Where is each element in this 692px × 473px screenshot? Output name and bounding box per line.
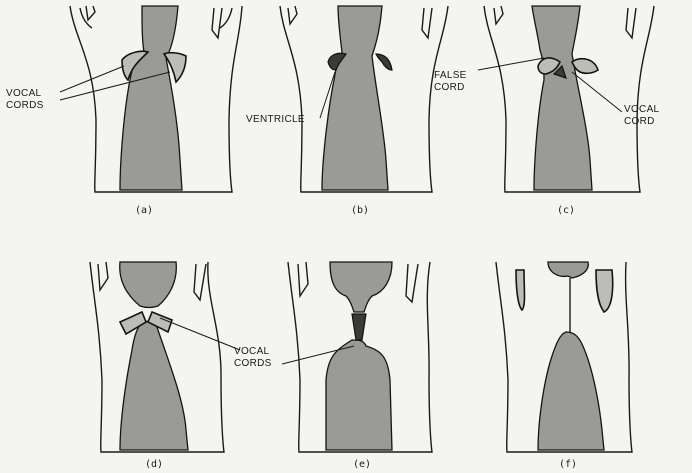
panel-caption-f: (f) [548,459,588,470]
panel-c [478,6,654,192]
vocal-cord-label-c: VOCAL CORD [624,104,659,128]
panel-d [90,262,240,452]
vocal-cords-label-de: VOCAL CORDS [234,346,272,370]
vocal-cords-label-a: VOCAL CORDS [6,88,44,112]
panel-caption-c: (c) [546,205,586,216]
panel-a [60,6,242,192]
panel-caption-b: (b) [340,205,380,216]
panel-caption-d: (d) [134,459,174,470]
false-cord-label: FALSE CORD [434,70,467,94]
panel-caption-a: (a) [124,205,164,216]
ventricle-label: VENTRICLE [246,114,305,126]
panel-b [280,6,448,192]
panel-e [282,262,432,452]
panel-caption-e: (e) [342,459,382,470]
panel-f [496,262,632,452]
